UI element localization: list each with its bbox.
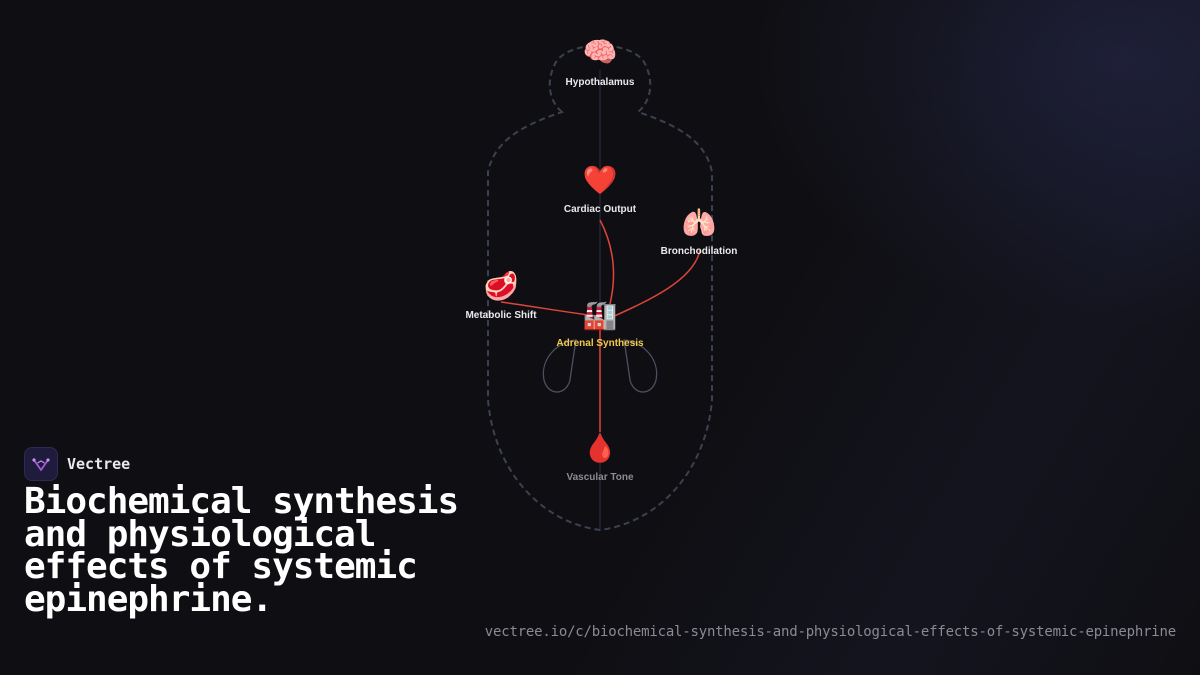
edges-layer (500, 219, 701, 432)
node-hypothalamus[interactable]: 🧠 Hypothalamus (566, 37, 635, 89)
edge-adrenal-broncho (609, 249, 701, 319)
nodes-layer: 🧠 Hypothalamus ❤️ Cardiac Output 🫁 Bronchodil… (465, 37, 737, 484)
brain-icon: 🧠 (583, 37, 618, 68)
kidney-right (623, 339, 658, 393)
edge-adrenal-cardiac (599, 219, 615, 319)
node-label: Hypothalamus (566, 77, 635, 88)
node-label: Adrenal Synthesis (556, 338, 644, 349)
node-cardiac[interactable]: ❤️ Cardiac Output (564, 165, 637, 216)
node-metabolic[interactable]: 🥩 Metabolic Shift (465, 270, 537, 322)
source-url[interactable]: vectree.io/c/biochemical-synthesis-and-p… (484, 624, 1176, 640)
heart-icon: ❤️ (583, 165, 618, 196)
node-broncho[interactable]: 🫁 Bronchodilation (661, 208, 738, 258)
vectree-logo-icon (24, 447, 58, 481)
brand-name: Vectree (67, 455, 131, 473)
meat-icon: 🥩 (484, 270, 519, 303)
node-label: Vascular Tone (566, 472, 634, 483)
page-title: Biochemical synthesis and physiological … (24, 481, 459, 620)
kidney-left (542, 339, 577, 393)
node-label: Cardiac Output (564, 204, 637, 215)
brand[interactable]: Vectree (24, 447, 130, 481)
node-vascular[interactable]: 🩸 Vascular Tone (566, 432, 634, 484)
body-outline (487, 44, 713, 532)
node-label: Metabolic Shift (465, 310, 537, 321)
node-adrenal[interactable]: 🏭 Adrenal Synthesis (556, 300, 644, 350)
blood-drop-icon: 🩸 (583, 432, 618, 465)
node-label: Bronchodilation (661, 246, 738, 257)
factory-icon: 🏭 (583, 300, 618, 332)
edge-adrenal-metabolic (500, 301, 597, 317)
lungs-icon: 🫁 (682, 208, 717, 239)
